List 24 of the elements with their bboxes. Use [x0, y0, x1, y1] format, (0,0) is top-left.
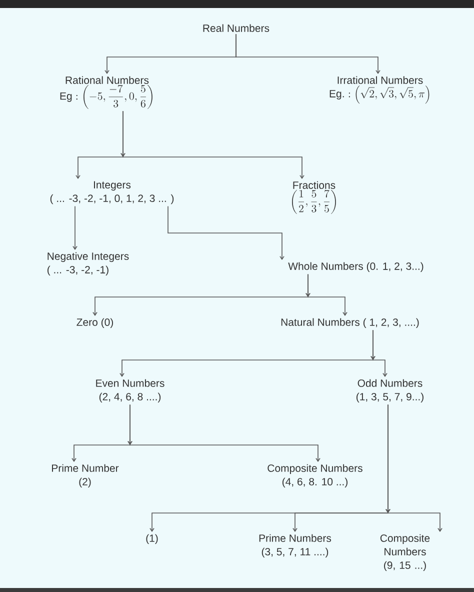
number-set-label: Odd Numbers (1, 3, 5, 7, 9...): [356, 379, 424, 402]
arrow: [128, 404, 320, 462]
number-set-label: Even Numbers (2, 4, 6, 8 ....): [96, 379, 164, 402]
number-set-label: Whole Numbers (0. 1, 2, 3...): [288, 262, 424, 272]
arrow: [120, 110, 304, 179]
number-set-label: Negative Integers ( ... -3, -2, -1): [48, 252, 129, 276]
arrow: [72, 206, 78, 250]
number-set-label: Natural Numbers ( 1, 2, 3, ....): [281, 318, 419, 328]
number-set-label: Real Numbers: [203, 24, 270, 32]
number-set-label: (1): [146, 534, 158, 544]
number-set-label: Integers ( ... -3, -2, -1, 0, 1, 2, 3 ... ): [50, 181, 174, 204]
number-set-label: Rational Numbers $\mathrm{Eg}:\left(-5,\frac{-7}{3},0,\frac{5}{6}\right)$: [60, 76, 152, 109]
arrow: [306, 274, 348, 316]
arrow: [386, 404, 442, 532]
arrow: [168, 206, 284, 260]
number-set-label: Fractions $\left(\frac{1}{2},\frac{5}{3},\frac{7}{5}\right)$: [292, 181, 336, 214]
number-set-label: Zero (0): [76, 318, 113, 328]
arrow: [370, 330, 388, 377]
number-set-label: Irrational Numbers $\mathrm{Eg.}:\left(\sqrt{2},\sqrt{3},\sqrt{5},\pi\right)$: [330, 76, 430, 104]
number-set-label: Prime Numbers (3, 5, 7, 11 ....): [259, 534, 332, 558]
number-set-label: Prime Number (2): [52, 464, 119, 488]
number-set-label: Composite Numbers (9, 15 ...): [380, 534, 430, 571]
number-set-label: Composite Numbers (4, 6, 8. 10 ...): [268, 464, 362, 488]
arrow: [236, 34, 380, 74]
